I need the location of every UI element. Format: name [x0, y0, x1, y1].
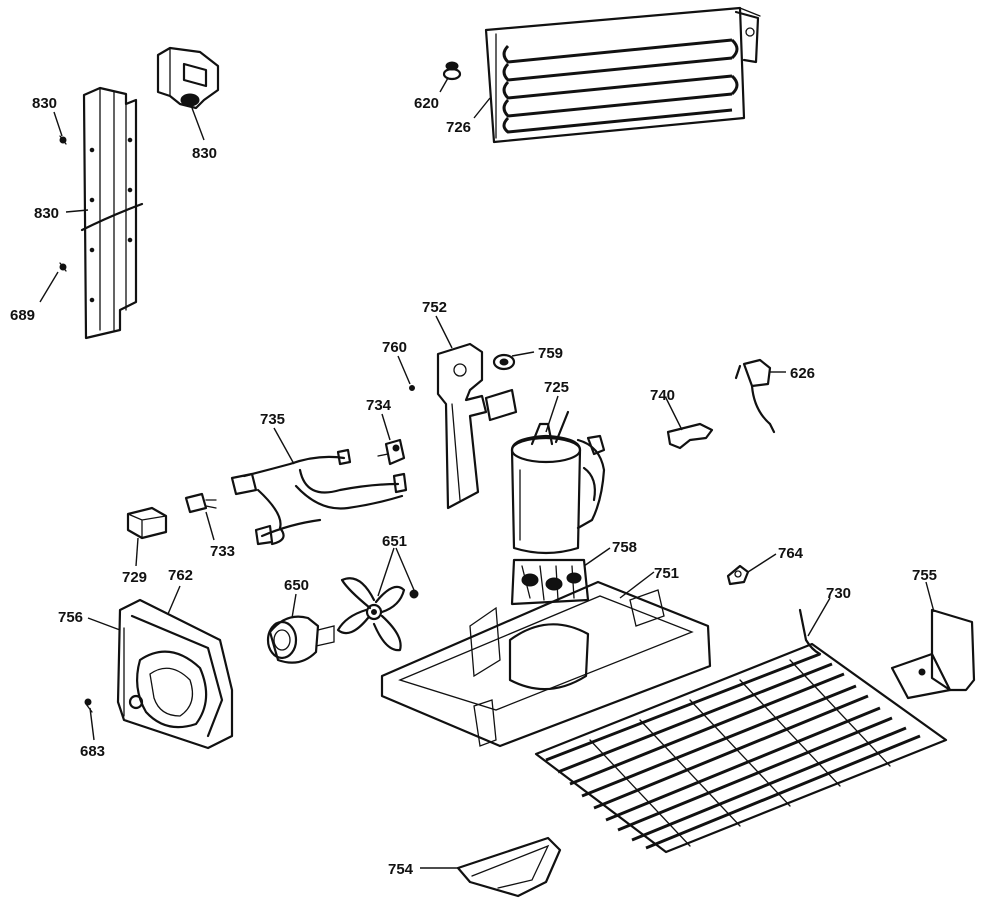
part-number-label: 725 — [544, 379, 569, 396]
part-number-label: 762 — [168, 567, 193, 584]
wiring-harness-part — [230, 448, 408, 546]
clip-740-part — [666, 422, 714, 450]
compressor-base-pan-part — [380, 580, 712, 748]
part-number-label: 733 — [210, 543, 235, 560]
part-number-label: 758 — [612, 539, 637, 556]
part-number-label: 759 — [538, 345, 563, 362]
nut-651-icon — [409, 589, 419, 599]
box-729-part — [126, 506, 168, 540]
leader-lines — [39, 77, 935, 869]
connector-733-part — [184, 492, 217, 514]
part-number-label: 830 — [192, 145, 217, 162]
part-number-label: 754 — [388, 861, 414, 878]
vertical-channel-part — [80, 86, 144, 340]
part-number-label: 626 — [790, 365, 815, 382]
part-number-labels: 830 830 830 689 620 726 752 760 759 725 … — [10, 95, 937, 878]
part-number-label: 650 — [284, 577, 309, 594]
compressor-part — [510, 410, 606, 555]
part-number-label: 651 — [382, 533, 407, 550]
fan-shroud-part — [116, 598, 234, 750]
connector-734-part — [377, 438, 406, 466]
part-number-label: 683 — [80, 743, 105, 760]
part-number-label: 735 — [260, 411, 285, 428]
grommet-759-icon — [492, 353, 516, 371]
bracket-755-part — [890, 608, 976, 700]
compressor-mount-part — [510, 558, 590, 606]
part-number-label: 752 — [422, 299, 447, 316]
relay-626-part — [734, 358, 776, 434]
part-number-label: 689 — [10, 307, 35, 324]
part-number-label: 764 — [778, 545, 804, 562]
part-number-label: 751 — [654, 565, 679, 582]
screw-760-icon — [409, 385, 415, 391]
screw-830-icon — [59, 135, 67, 145]
part-number-label: 729 — [122, 569, 147, 586]
part-number-label: 730 — [826, 585, 851, 602]
grommet-620-icon — [442, 61, 462, 81]
screw-689-icon — [59, 262, 67, 272]
fan-motor-part — [266, 615, 335, 664]
condenser-coil-part — [484, 6, 761, 144]
mounting-bracket-part — [156, 46, 220, 110]
part-number-label: 740 — [650, 387, 675, 404]
part-number-label: 760 — [382, 339, 407, 356]
part-number-label: 830 — [32, 95, 57, 112]
part-number-label: 830 — [34, 205, 59, 222]
drain-coil-part — [534, 608, 948, 854]
part-number-label: 756 — [58, 609, 83, 626]
fan-blade-part — [336, 577, 406, 652]
part-number-label: 726 — [446, 119, 471, 136]
compressor-bracket-part — [436, 342, 518, 510]
part-number-label: 734 — [366, 397, 392, 414]
clip-764-part — [726, 564, 750, 586]
bracket-754-part — [456, 836, 562, 898]
part-number-label: 620 — [414, 95, 439, 112]
part-number-label: 755 — [912, 567, 937, 584]
